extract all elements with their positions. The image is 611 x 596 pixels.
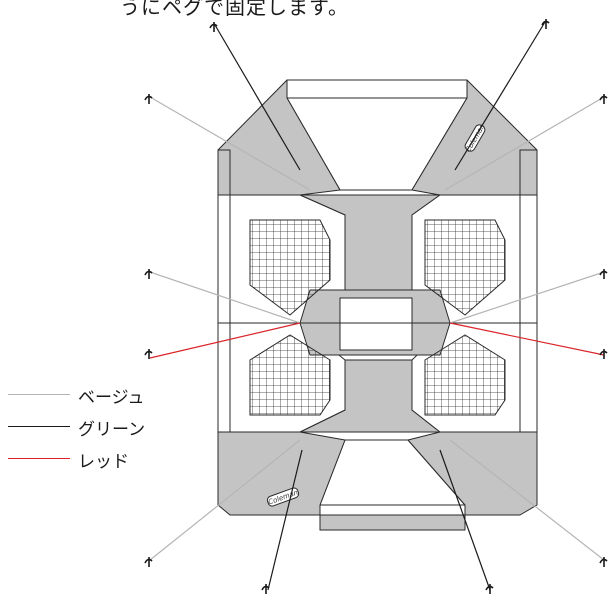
peg-icon [209, 22, 218, 32]
mesh-window-bottom-left [249, 334, 331, 416]
mesh-window-top-right [424, 219, 506, 316]
legend-swatch-red [8, 458, 70, 459]
pegs [144, 19, 608, 594]
peg-icon [485, 584, 494, 594]
beige-line-top-right [444, 96, 605, 191]
mesh-windows [249, 219, 506, 416]
green-line-top-right [454, 21, 546, 171]
red-line-right [449, 322, 605, 356]
legend-item-red: レッド [8, 448, 208, 472]
legend-item-beige: ベージュ [8, 384, 208, 408]
peg-icon [144, 557, 153, 567]
mesh-window-top-left [249, 219, 331, 316]
peg-icon [144, 94, 153, 104]
legend-swatch-beige [8, 394, 70, 395]
mesh-window-bottom-right [424, 334, 506, 416]
bottom-right-wing [407, 431, 538, 516]
peg-icon [261, 584, 270, 594]
peg-icon [144, 349, 153, 359]
green-line-top-left [214, 24, 301, 171]
peg-icon [144, 269, 153, 279]
guy-lines [149, 21, 605, 591]
red-line-left [149, 322, 301, 359]
peg-icon [599, 269, 608, 279]
green-line-bottom-right [439, 449, 491, 591]
legend-item-green: グリーン [8, 416, 208, 440]
beige-line-mid-left [149, 271, 301, 324]
legend-label-green: グリーン [78, 420, 146, 440]
peg-icon [541, 19, 550, 29]
tent-body [217, 79, 538, 531]
beige-line-bottom-right [449, 439, 605, 561]
legend-swatch-green [8, 426, 70, 427]
green-line-bottom-left [267, 449, 303, 591]
instruction-caption: うにペグで固定します。 [120, 0, 349, 19]
legend-label-beige: ベージュ [78, 388, 145, 408]
peg-icon [599, 94, 608, 104]
peg-icon [599, 349, 608, 359]
peg-icon [599, 557, 608, 567]
beige-line-mid-right [449, 271, 605, 324]
beige-line-top-left [149, 96, 311, 191]
beige-line-bottom-left [149, 439, 301, 561]
legend-label-red: レッド [78, 452, 129, 472]
bottom-left-wing [217, 431, 346, 516]
